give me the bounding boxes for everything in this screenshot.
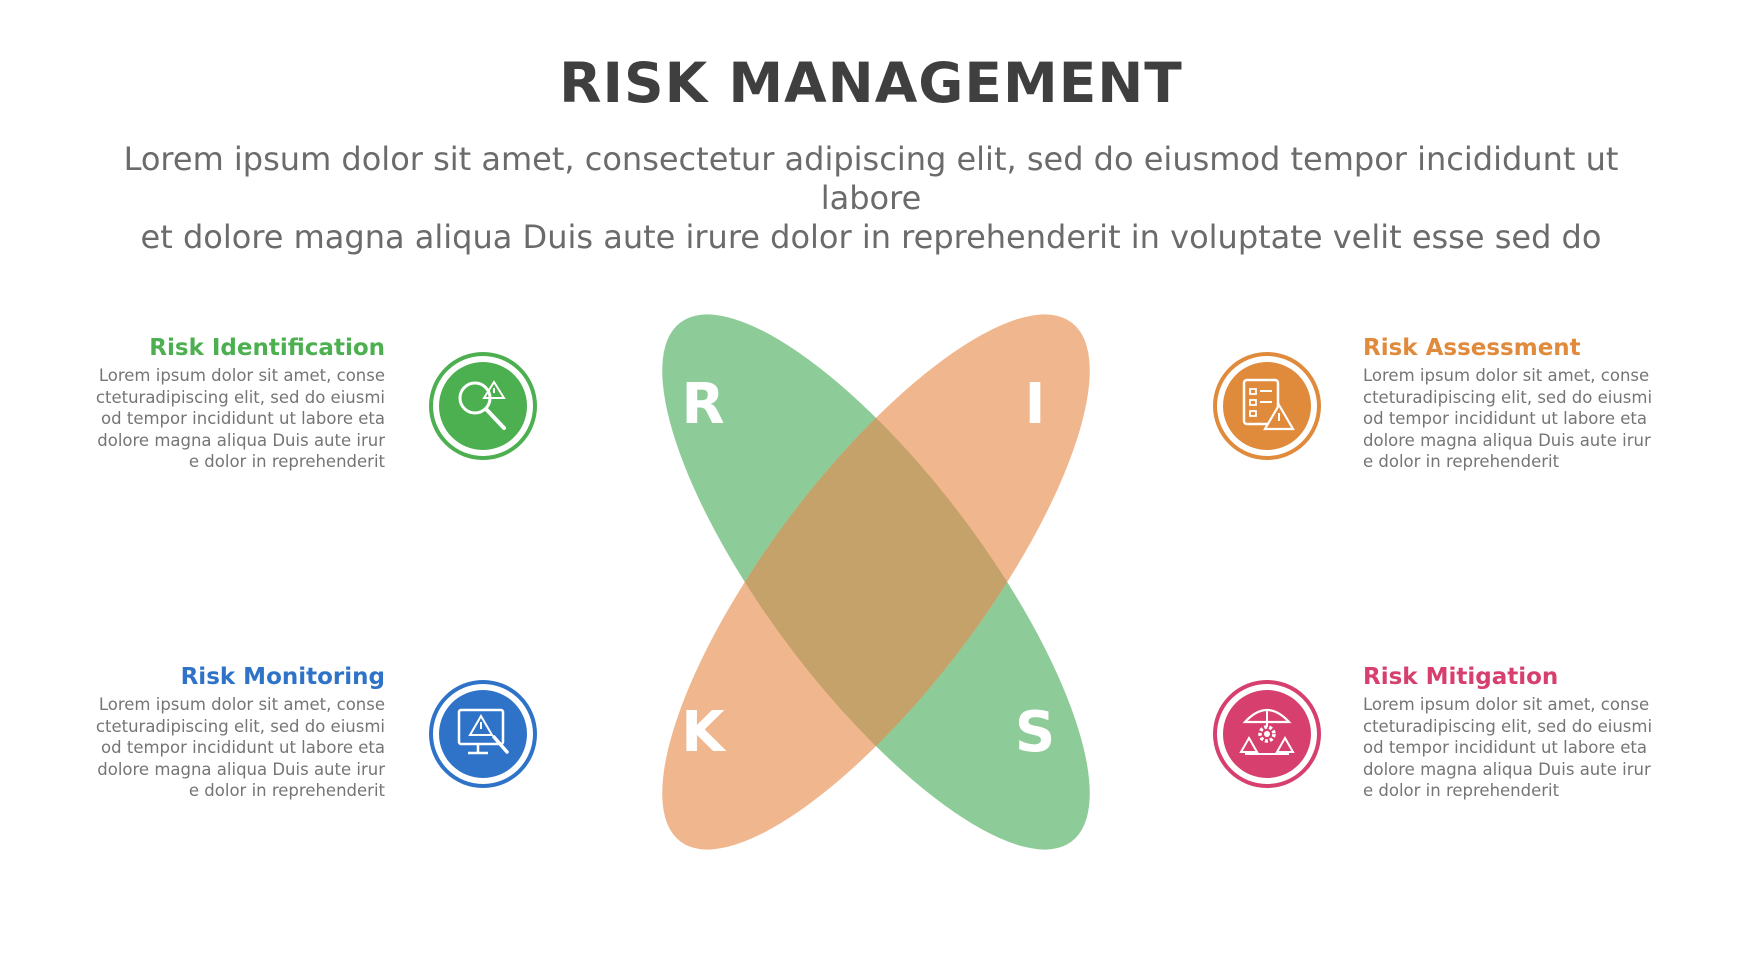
risk-mitigation-title: Risk Mitigation (1363, 664, 1559, 690)
risk-mitigation-text: Lorem ipsum dolor sit amet, conse ctetur… (1363, 694, 1653, 802)
risk-monitoring-text: Lorem ipsum dolor sit amet, conse ctetur… (95, 694, 385, 802)
text-line: e dolor in reprehenderit (188, 781, 385, 800)
text-line: dolore magna aliqua Duis aute irur (97, 759, 385, 779)
page-subtitle: Lorem ipsum dolor sit amet, consectetur … (80, 140, 1662, 257)
text-line: cteturadipiscing elit, sed do eiusmi (1363, 716, 1653, 736)
monitor-warning-icon (429, 680, 537, 788)
risk-mitigation-block: Risk Mitigation Lorem ipsum dolor sit am… (1363, 662, 1653, 802)
text-line: cteturadipiscing elit, sed do eiusmi (1363, 387, 1653, 407)
letter-i: I (1025, 372, 1046, 437)
text-line: dolore magna aliqua Duis aute irur (97, 430, 385, 450)
risk-identification-title: Risk Identification (149, 335, 385, 361)
risk-monitoring-block: Risk Monitoring Lorem ipsum dolor sit am… (95, 662, 385, 802)
text-line: Lorem ipsum dolor sit amet, conse (98, 695, 385, 714)
risk-identification-block: Risk Identification Lorem ipsum dolor si… (95, 333, 385, 473)
risk-assessment-block: Risk Assessment Lorem ipsum dolor sit am… (1363, 333, 1653, 473)
letter-k: K (681, 700, 727, 765)
text-line: od tempor incididunt ut labore eta (101, 738, 385, 757)
umbrella-gear-warning-icon (1213, 680, 1321, 788)
subtitle-line-2: et dolore magna aliqua Duis aute irure d… (140, 218, 1602, 256)
checklist-warning-icon (1213, 352, 1321, 460)
risk-assessment-text: Lorem ipsum dolor sit amet, conse ctetur… (1363, 365, 1653, 473)
text-line: Lorem ipsum dolor sit amet, conse (1363, 695, 1650, 714)
text-line: e dolor in reprehenderit (1363, 452, 1560, 471)
text-line: od tempor incididunt ut labore eta (101, 409, 385, 428)
letter-r: R (681, 372, 724, 437)
text-line: dolore magna aliqua Duis aute irur (1363, 430, 1651, 450)
text-line: od tempor incididunt ut labore eta (1363, 409, 1647, 428)
text-line: cteturadipiscing elit, sed do eiusmi (95, 716, 385, 736)
text-line: e dolor in reprehenderit (1363, 781, 1560, 800)
risk-identification-text: Lorem ipsum dolor sit amet, conse ctetur… (95, 365, 385, 473)
text-line: od tempor incididunt ut labore eta (1363, 738, 1647, 757)
magnifier-warning-icon (429, 352, 537, 460)
risk-assessment-title: Risk Assessment (1363, 335, 1581, 361)
risk-monitoring-title: Risk Monitoring (180, 664, 385, 690)
text-line: Lorem ipsum dolor sit amet, conse (98, 366, 385, 385)
page-title: RISK MANAGEMENT (559, 51, 1183, 115)
subtitle-line-1: Lorem ipsum dolor sit amet, consectetur … (123, 140, 1619, 217)
letter-s: S (1015, 700, 1055, 765)
text-line: e dolor in reprehenderit (188, 452, 385, 471)
text-line: cteturadipiscing elit, sed do eiusmi (95, 387, 385, 407)
text-line: Lorem ipsum dolor sit amet, conse (1363, 366, 1650, 385)
text-line: dolore magna aliqua Duis aute irur (1363, 759, 1651, 779)
